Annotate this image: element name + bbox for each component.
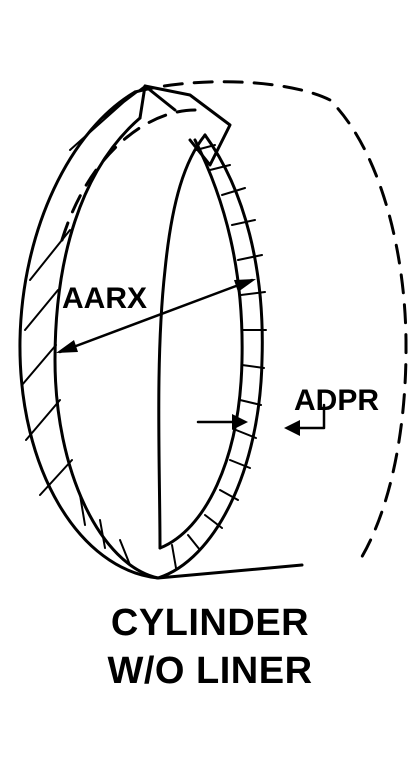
bottom-edge bbox=[156, 563, 304, 580]
top-bracket bbox=[138, 84, 232, 167]
hatch-lines bbox=[21, 85, 146, 496]
caption-line-1: CYLINDER bbox=[110, 602, 310, 644]
liner-segments bbox=[79, 144, 267, 569]
hidden-back-edge bbox=[133, 80, 408, 562]
inner-surface-edge bbox=[157, 133, 207, 550]
bore-far-edge bbox=[156, 133, 264, 580]
aarx-dimension-line bbox=[58, 278, 254, 354]
aarx-arrowhead-right bbox=[234, 279, 256, 292]
adpr-arrowhead-right bbox=[284, 420, 300, 436]
hidden-inner-edge bbox=[60, 108, 197, 242]
aarx-label: AARX bbox=[62, 282, 147, 315]
caption-line-2: W/O LINER bbox=[107, 650, 313, 692]
bore-near-edge bbox=[53, 116, 160, 580]
outer-ring-edge bbox=[18, 90, 160, 580]
aarx-arrowhead-left bbox=[56, 340, 78, 353]
liner-inner-edge bbox=[158, 138, 244, 550]
adpr-arrowhead-left bbox=[232, 414, 248, 430]
adpr-label: ADPR bbox=[294, 384, 379, 417]
